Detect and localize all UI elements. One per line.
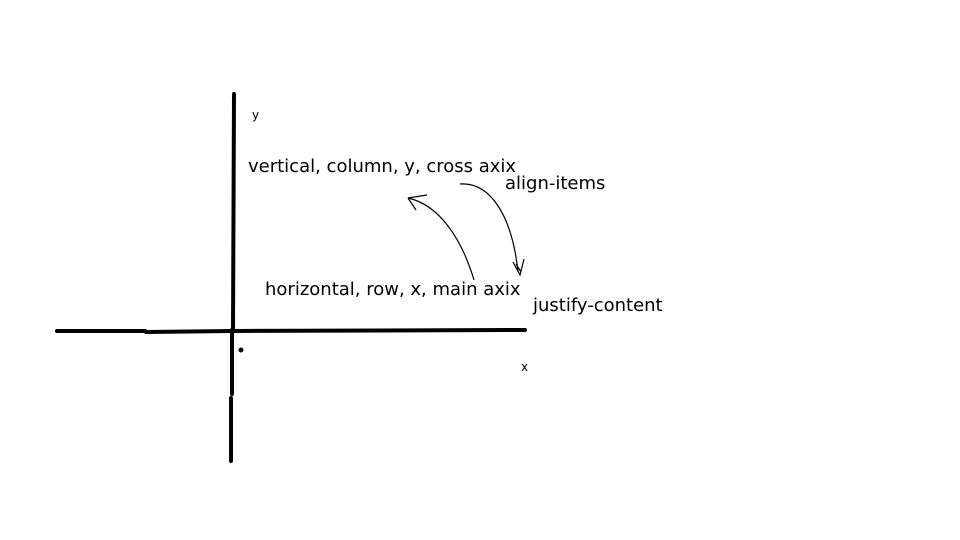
arrow-to-justify-content-head	[512, 258, 525, 277]
y-axis-line-upper	[231, 92, 236, 332]
align-items-label: align-items	[505, 173, 606, 194]
horizontal-axis-description: horizontal, row, x, main axix	[265, 279, 521, 300]
origin-dot	[238, 347, 244, 353]
arrow-to-justify-content	[459, 183, 519, 273]
arrow-to-vertical-label-head	[407, 194, 428, 211]
justify-content-label: justify-content	[533, 295, 663, 316]
arrow-to-vertical-label	[407, 197, 475, 281]
x-axis-label: x	[521, 360, 529, 374]
vertical-axis-description: vertical, column, y, cross axix	[248, 156, 517, 177]
x-axis-line	[55, 328, 527, 335]
y-axis-label: y	[252, 108, 260, 122]
y-axis-line-lower	[229, 328, 234, 463]
